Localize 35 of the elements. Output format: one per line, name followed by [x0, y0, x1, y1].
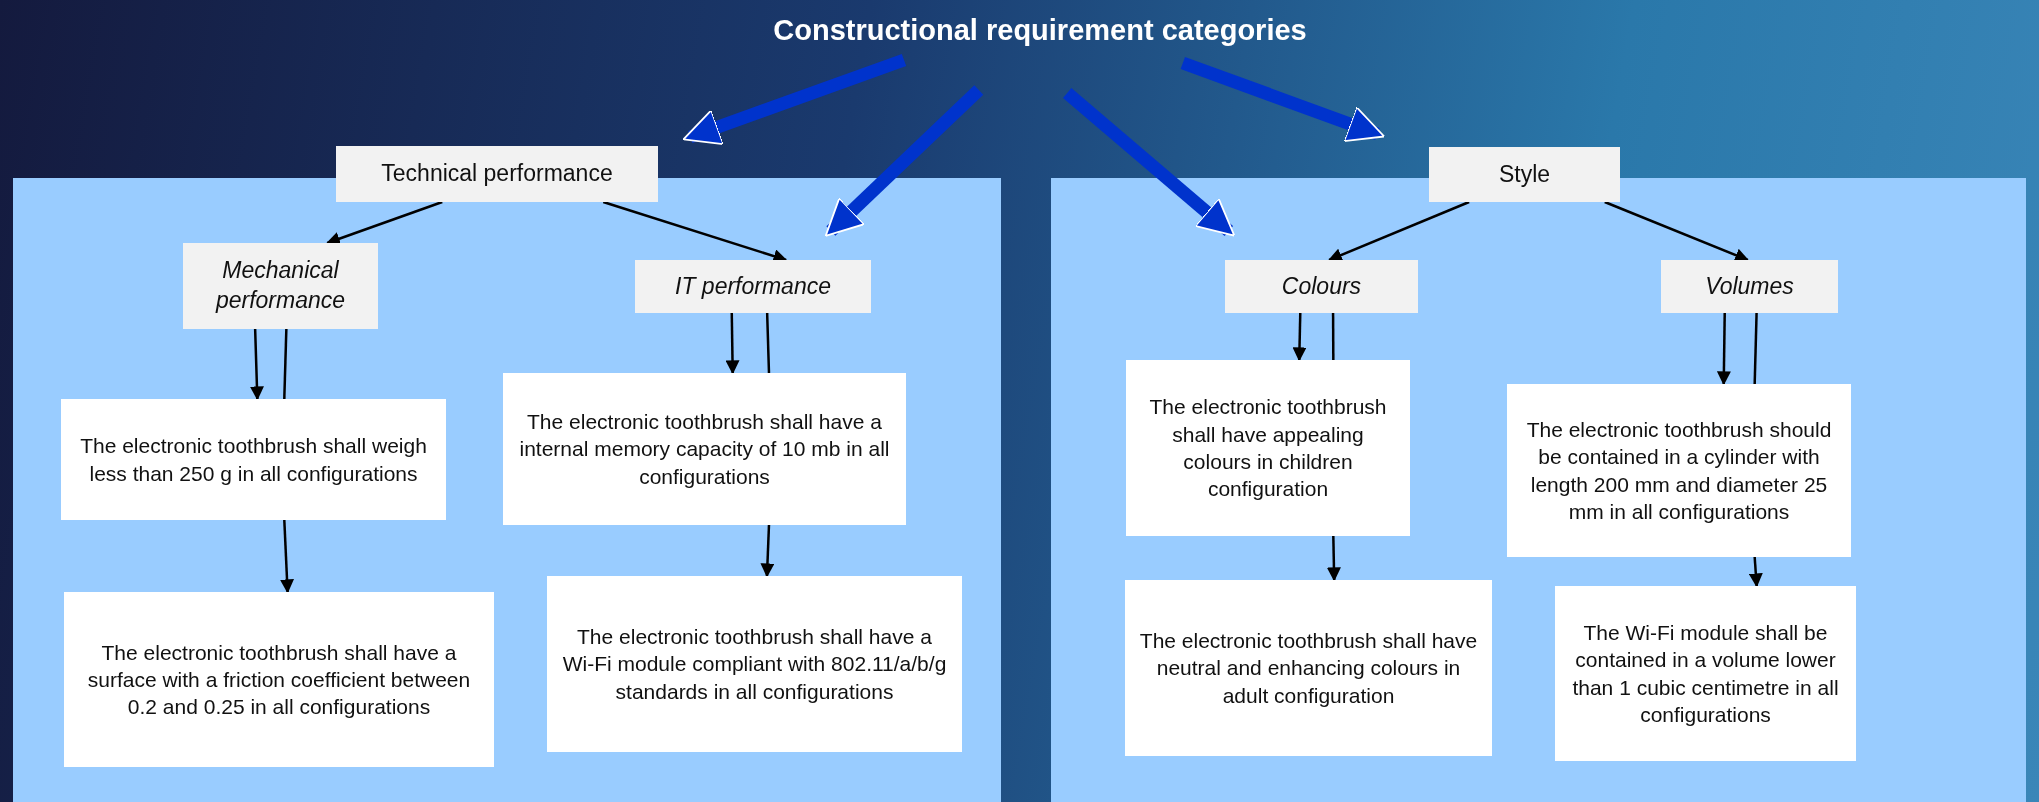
requirement-box: The electronic toothbrush shall have neutral and enhancing colours in adult configuration — [1125, 580, 1492, 756]
subcategory-box: Colours — [1225, 260, 1418, 313]
connector-line — [283, 328, 288, 400]
block-arrow — [1063, 88, 1236, 237]
arrow — [326, 200, 443, 246]
heading-text: Constructional requirement categories — [773, 13, 1307, 47]
arrow — [1604, 200, 1750, 262]
requirement-box: The electronic toothbrush shall have a Wi-Fi module compliant with 802.11/a/b/g standards in all configurations — [547, 576, 962, 752]
arrow — [602, 200, 788, 263]
requirement-box: The electronic toothbrush shall have appealing colours in children configuration — [1126, 360, 1410, 536]
block-arrow — [682, 53, 907, 146]
subcategory-box: Volumes — [1661, 260, 1838, 313]
arrow — [760, 524, 775, 578]
arrow — [1716, 313, 1731, 386]
category-box: Style — [1429, 147, 1620, 202]
connector-line — [1331, 313, 1335, 360]
requirement-box: The electronic toothbrush should be contained in a cylinder with length 200 mm and diameter 25 mm in all configurations — [1507, 384, 1851, 557]
requirement-box: The electronic toothbrush shall have a internal memory capacity of 10 mb in all configurations — [503, 373, 906, 525]
subcategory-box: Mechanical performance — [183, 243, 378, 329]
arrow — [1748, 556, 1763, 588]
block-arrow — [824, 85, 984, 237]
arrow — [249, 328, 264, 401]
arrow — [1327, 200, 1470, 262]
connector-line — [1753, 312, 1758, 385]
arrow — [280, 519, 294, 594]
requirement-box: The electronic toothbrush shall have a surface with a friction coefficient between 0.2 and 0.25 in all configurations — [64, 592, 494, 767]
arrow — [1326, 535, 1341, 582]
requirement-box: The electronic toothbrush shall weigh less than 250 g in all configurations — [61, 399, 446, 520]
arrow — [1292, 312, 1307, 362]
requirement-box: The Wi-Fi module shall be contained in a volume lower than 1 cubic centimetre in all configurations — [1555, 586, 1856, 761]
arrow — [725, 312, 740, 375]
block-arrow — [1180, 56, 1386, 142]
connector-line — [765, 312, 771, 374]
category-box: Technical performance — [336, 146, 658, 202]
subcategory-box: IT performance — [635, 260, 871, 313]
